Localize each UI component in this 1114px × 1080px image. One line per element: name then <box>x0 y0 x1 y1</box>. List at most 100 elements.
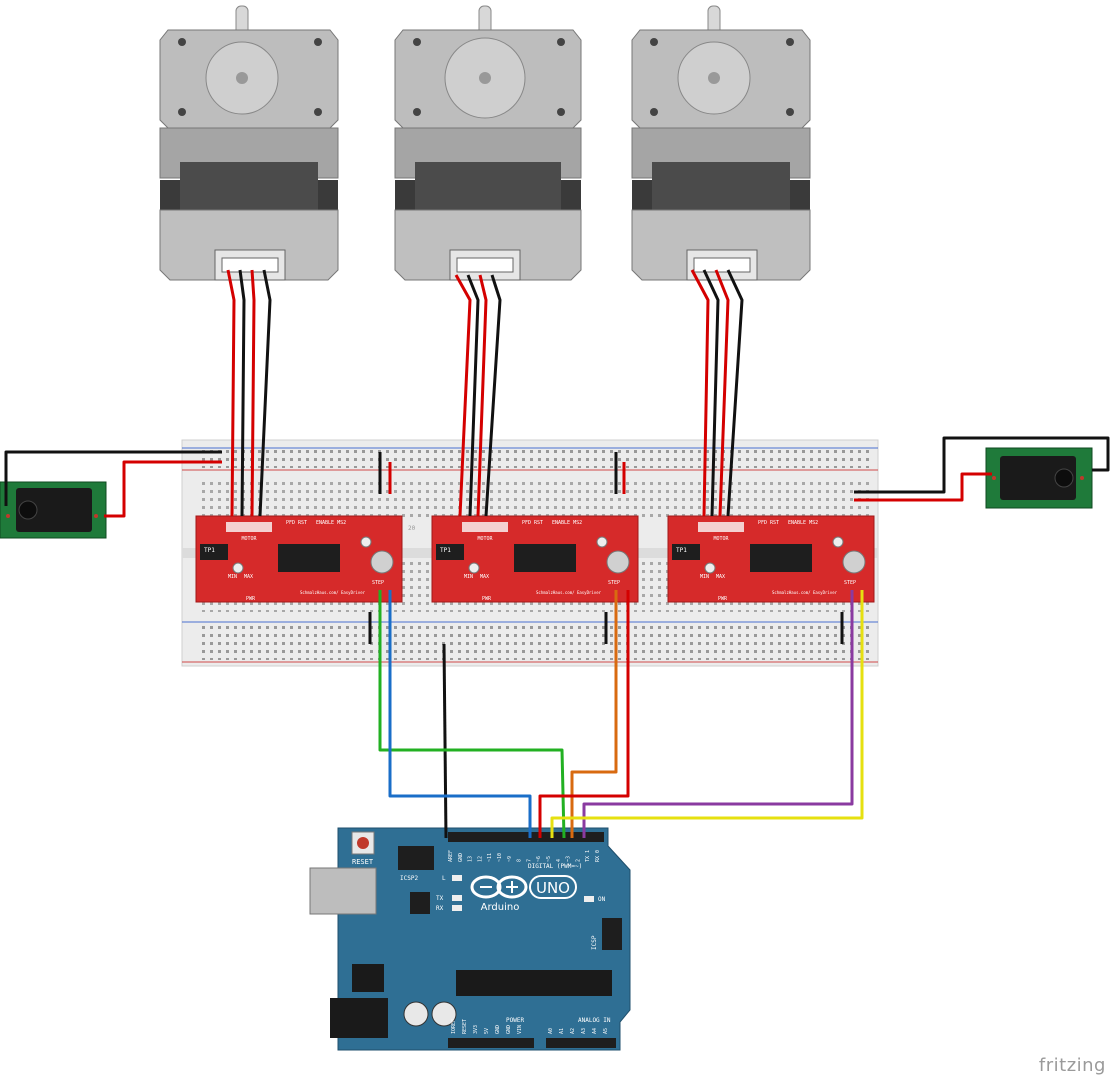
power-pin-label: GND <box>495 1025 501 1034</box>
wire-m3-b <box>702 269 720 517</box>
digital-pin-label: 2 <box>575 859 581 862</box>
analog-label: ANALOG IN <box>578 1017 611 1024</box>
microcontroller-chip <box>456 970 612 996</box>
driver-pfd-label: PFD RST <box>758 520 779 526</box>
driver-pwr-label: PWR <box>482 596 492 602</box>
wire-m2-a <box>454 274 472 517</box>
on-led <box>584 896 594 902</box>
icsp-label: ICSP <box>591 935 598 950</box>
driver-motor-label: MOTOR <box>477 536 493 542</box>
fritzing-watermark: fritzing <box>1038 1055 1106 1076</box>
driver-motor-label: MOTOR <box>241 536 257 542</box>
usb-port <box>309 867 377 915</box>
dc-jack-right <box>985 447 1093 509</box>
driver-pfd-label: PFD RST <box>522 520 543 526</box>
digital-pin-label: ~3 <box>566 856 572 862</box>
wire-m3-a <box>690 269 710 517</box>
driver-board-text: SchmalzHaus.com/ EasyDriver <box>772 590 838 595</box>
digital-pin-label: 8 <box>517 859 523 862</box>
driver-min-label: MIN <box>700 574 709 580</box>
icsp2-header <box>398 846 434 870</box>
wires <box>4 269 1110 839</box>
power-pin-label: RESET <box>462 1019 468 1034</box>
power-pin-label: IOREF <box>451 1019 457 1034</box>
reset-label: RESET <box>352 858 374 866</box>
wire-jack-left-red <box>104 460 222 518</box>
power-pin-label: 3V3 <box>473 1025 479 1034</box>
easydriver-3: MOTOR ENABLE MS2 PFD RST TP1 MIN MAX STE… <box>667 515 875 603</box>
dc-jack-left <box>0 481 107 539</box>
driver-max-label: MAX <box>716 574 725 580</box>
driver-enable-label: ENABLE MS2 <box>316 520 346 526</box>
icsp2-label: ICSP2 <box>400 875 418 882</box>
digital-pin-label: ~9 <box>507 856 513 862</box>
digital-pin-label: ~11 <box>487 853 493 862</box>
digital-pin-label: ~6 <box>536 856 542 862</box>
wire-jack-right-red <box>854 472 992 502</box>
wire-red-step <box>538 590 630 838</box>
analog-pin-label: A0 <box>548 1028 554 1034</box>
breadboard-column-number: 20 <box>408 525 416 532</box>
driver-board-text: SchmalzHaus.com/ EasyDriver <box>300 590 366 595</box>
driver-enable-label: ENABLE MS2 <box>788 520 818 526</box>
driver-enable-label: ENABLE MS2 <box>552 520 582 526</box>
digital-pin-label: 4 <box>556 859 562 862</box>
l-led <box>452 875 462 881</box>
digital-pin-label: ~5 <box>546 856 552 862</box>
driver-tp1-label: TP1 <box>204 547 215 554</box>
wire-orange <box>570 590 618 838</box>
driver-min-label: MIN <box>464 574 473 580</box>
digital-pin-label: ~10 <box>497 853 503 862</box>
wire-purple <box>582 590 854 838</box>
wire-m3-d <box>726 269 744 517</box>
power-label: POWER <box>506 1017 524 1024</box>
analog-header <box>546 1038 616 1048</box>
analog-pin-label: A1 <box>559 1028 565 1034</box>
wire-gnd-black <box>442 643 448 839</box>
wire-blue <box>388 590 532 838</box>
stepper-motor-1 <box>159 5 339 281</box>
analog-pin-label: A4 <box>592 1028 598 1034</box>
digital-pin-label: GND <box>458 853 464 862</box>
stepper-motor-3 <box>631 5 811 281</box>
rx-label: RX <box>436 905 444 912</box>
driver-tp1-label: TP1 <box>440 547 451 554</box>
uno-badge <box>529 875 577 899</box>
stepper-motor-2 <box>394 5 582 281</box>
easydriver-2: MOTOR ENABLE MS2 PFD RST TP1 MIN MAX STE… <box>431 515 639 603</box>
icsp-header <box>602 918 622 950</box>
power-pin-label: GND <box>506 1025 512 1034</box>
driver-motor-label: MOTOR <box>713 536 729 542</box>
wire-m3-c <box>714 269 730 517</box>
power-pin-label: 5V <box>484 1028 490 1034</box>
driver-pfd-label: PFD RST <box>286 520 307 526</box>
power-pin-label: VIN <box>517 1025 523 1034</box>
digital-pin-label: AREF <box>448 850 454 862</box>
driver-pwr-label: PWR <box>718 596 728 602</box>
digital-pin-label: 13 <box>468 856 474 862</box>
voltage-regulator <box>352 964 384 992</box>
uno-label: UNO <box>536 879 570 897</box>
driver-board-text: SchmalzHaus.com/ EasyDriver <box>536 590 602 595</box>
tx-label: TX <box>436 895 444 902</box>
easydriver-1: MOTOR ENABLE MS2 PFD RST TP1 MIN MAX STE… <box>195 515 403 603</box>
digital-pin-label: TX 1 <box>585 850 591 862</box>
driver-step-label: STEP <box>372 580 384 586</box>
wire-yellow <box>550 590 864 838</box>
wire-m2-c <box>476 274 488 517</box>
digital-label: DIGITAL (PWM=~) <box>528 863 582 870</box>
wire-m1-c <box>250 269 256 517</box>
wire-jack-left-black <box>4 450 222 506</box>
wire-green <box>378 590 566 839</box>
l-led-label: L <box>442 875 446 882</box>
tx-led <box>452 895 462 901</box>
driver-max-label: MAX <box>244 574 253 580</box>
wire-m2-b <box>466 274 480 517</box>
wire-m1-a <box>226 269 236 517</box>
wire-m1-b <box>238 269 246 517</box>
on-label: ON <box>598 896 606 903</box>
driver-step-label: STEP <box>608 580 620 586</box>
